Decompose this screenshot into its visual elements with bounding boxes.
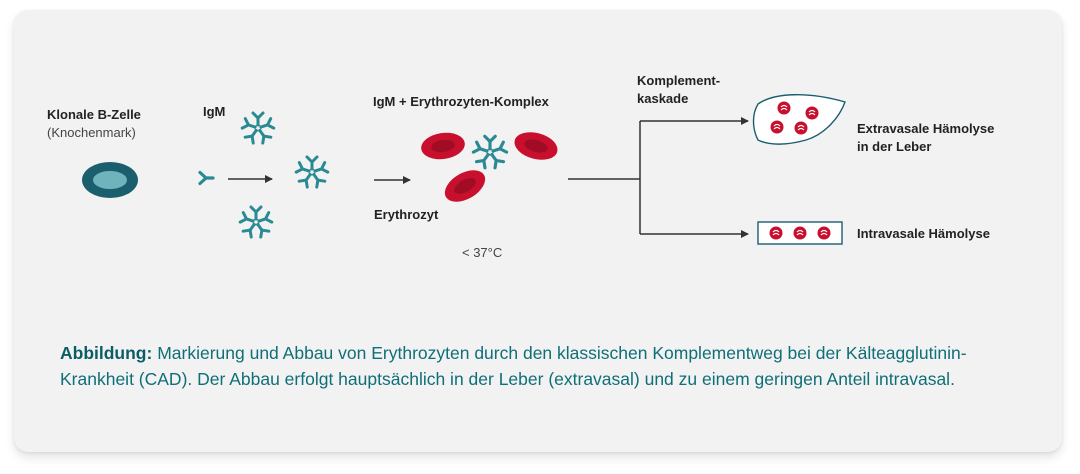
caption-text: Markierung und Abbau von Erythrozyten du…	[60, 343, 967, 389]
extravascular-label-line1: Extravasale Hämolyse	[857, 121, 995, 136]
antibody-icon	[198, 170, 215, 186]
figure-caption: Abbildung: Markierung und Abbau von Eryt…	[60, 340, 1040, 392]
b-cell-icon	[82, 162, 138, 198]
figure-card	[14, 10, 1062, 452]
b-cell-sublabel: (Knochenmark)	[47, 125, 136, 140]
igm-pentamer-icon	[238, 111, 330, 239]
b-cell-label: Klonale B-Zelle	[47, 107, 141, 122]
igm-label: IgM	[203, 104, 226, 119]
blood-vessel-icon	[757, 221, 843, 245]
complement-label-line2: kaskade	[637, 91, 689, 106]
complement-branch	[568, 117, 749, 238]
extravascular-label-line2: in der Leber	[857, 139, 932, 154]
temperature-label: < 37°C	[462, 245, 503, 260]
cad-diagram	[82, 94, 846, 245]
igm-pentamer-icon	[471, 134, 509, 170]
intravascular-label: Intravasale Hämolyse	[857, 226, 990, 241]
complement-label-line1: Komplement-	[637, 73, 721, 88]
erythrocyte-label: Erythrozyt	[374, 207, 439, 222]
caption-lead: Abbildung:	[60, 343, 153, 363]
complex-label: IgM + Erythrozyten-Komplex	[373, 94, 549, 109]
liver-icon	[752, 94, 846, 145]
